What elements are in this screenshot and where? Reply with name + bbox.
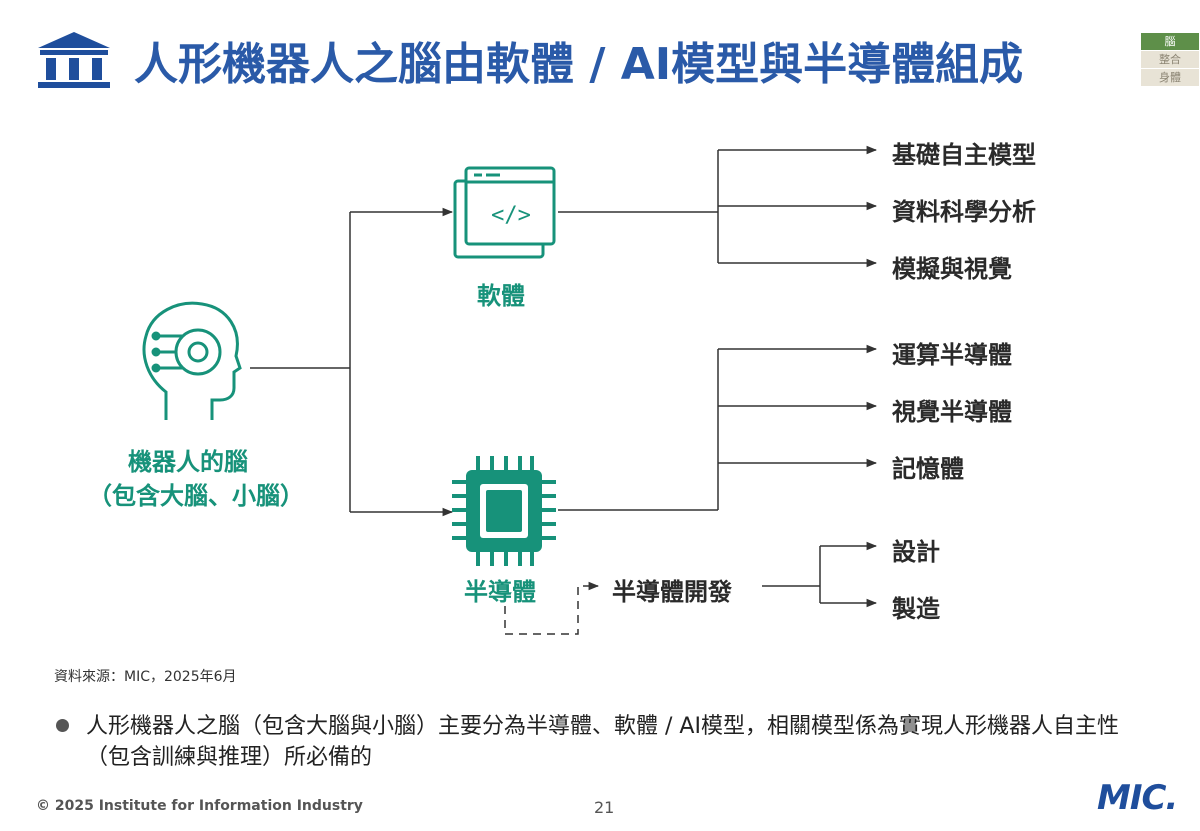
source-note: 資料來源：MIC，2025年6月 [54,669,237,685]
institute-logo-icon [38,32,110,88]
development-child: 製造 [892,595,940,623]
summary-bullet: 人形機器人之腦（包含大腦與小腦）主要分為半導體、軟體 / AI模型，相關模型係為… [86,714,1119,770]
nav-item-body[interactable]: 身體 [1141,69,1199,86]
code-glyph: </> [491,203,531,228]
code-window-icon [453,166,556,259]
chip-icon [452,456,556,566]
semiconductor-child: 運算半導體 [892,341,1012,369]
brain-head-icon [142,301,242,420]
development-label: 半導體開發 [612,578,732,606]
semiconductor-child: 記憶體 [892,455,964,483]
nav-item-brain[interactable]: 腦 [1141,33,1199,50]
nav-item-integration[interactable]: 整合 [1141,51,1199,68]
development-child: 設計 [892,538,940,566]
mic-logo: MIC. [1097,778,1178,818]
root-label-line1: 機器人的腦 [128,448,248,476]
copyright: © 2025 Institute for Information Industr… [36,798,363,814]
software-label: 軟體 [477,282,525,310]
page-title: 人形機器人之腦由軟體 / AI模型與半導體組成 [134,39,1024,90]
section-nav: 腦 整合 身體 [1141,33,1199,87]
software-child: 基礎自主模型 [892,141,1036,169]
page-number: 21 [594,798,615,817]
semiconductor-label: 半導體 [464,578,536,606]
root-label-line2: （包含大腦、小腦） [88,482,304,510]
software-child: 模擬與視覺 [892,255,1012,283]
bullet-icon [56,719,69,732]
software-child: 資料科學分析 [892,198,1036,226]
semiconductor-child: 視覺半導體 [892,398,1012,426]
